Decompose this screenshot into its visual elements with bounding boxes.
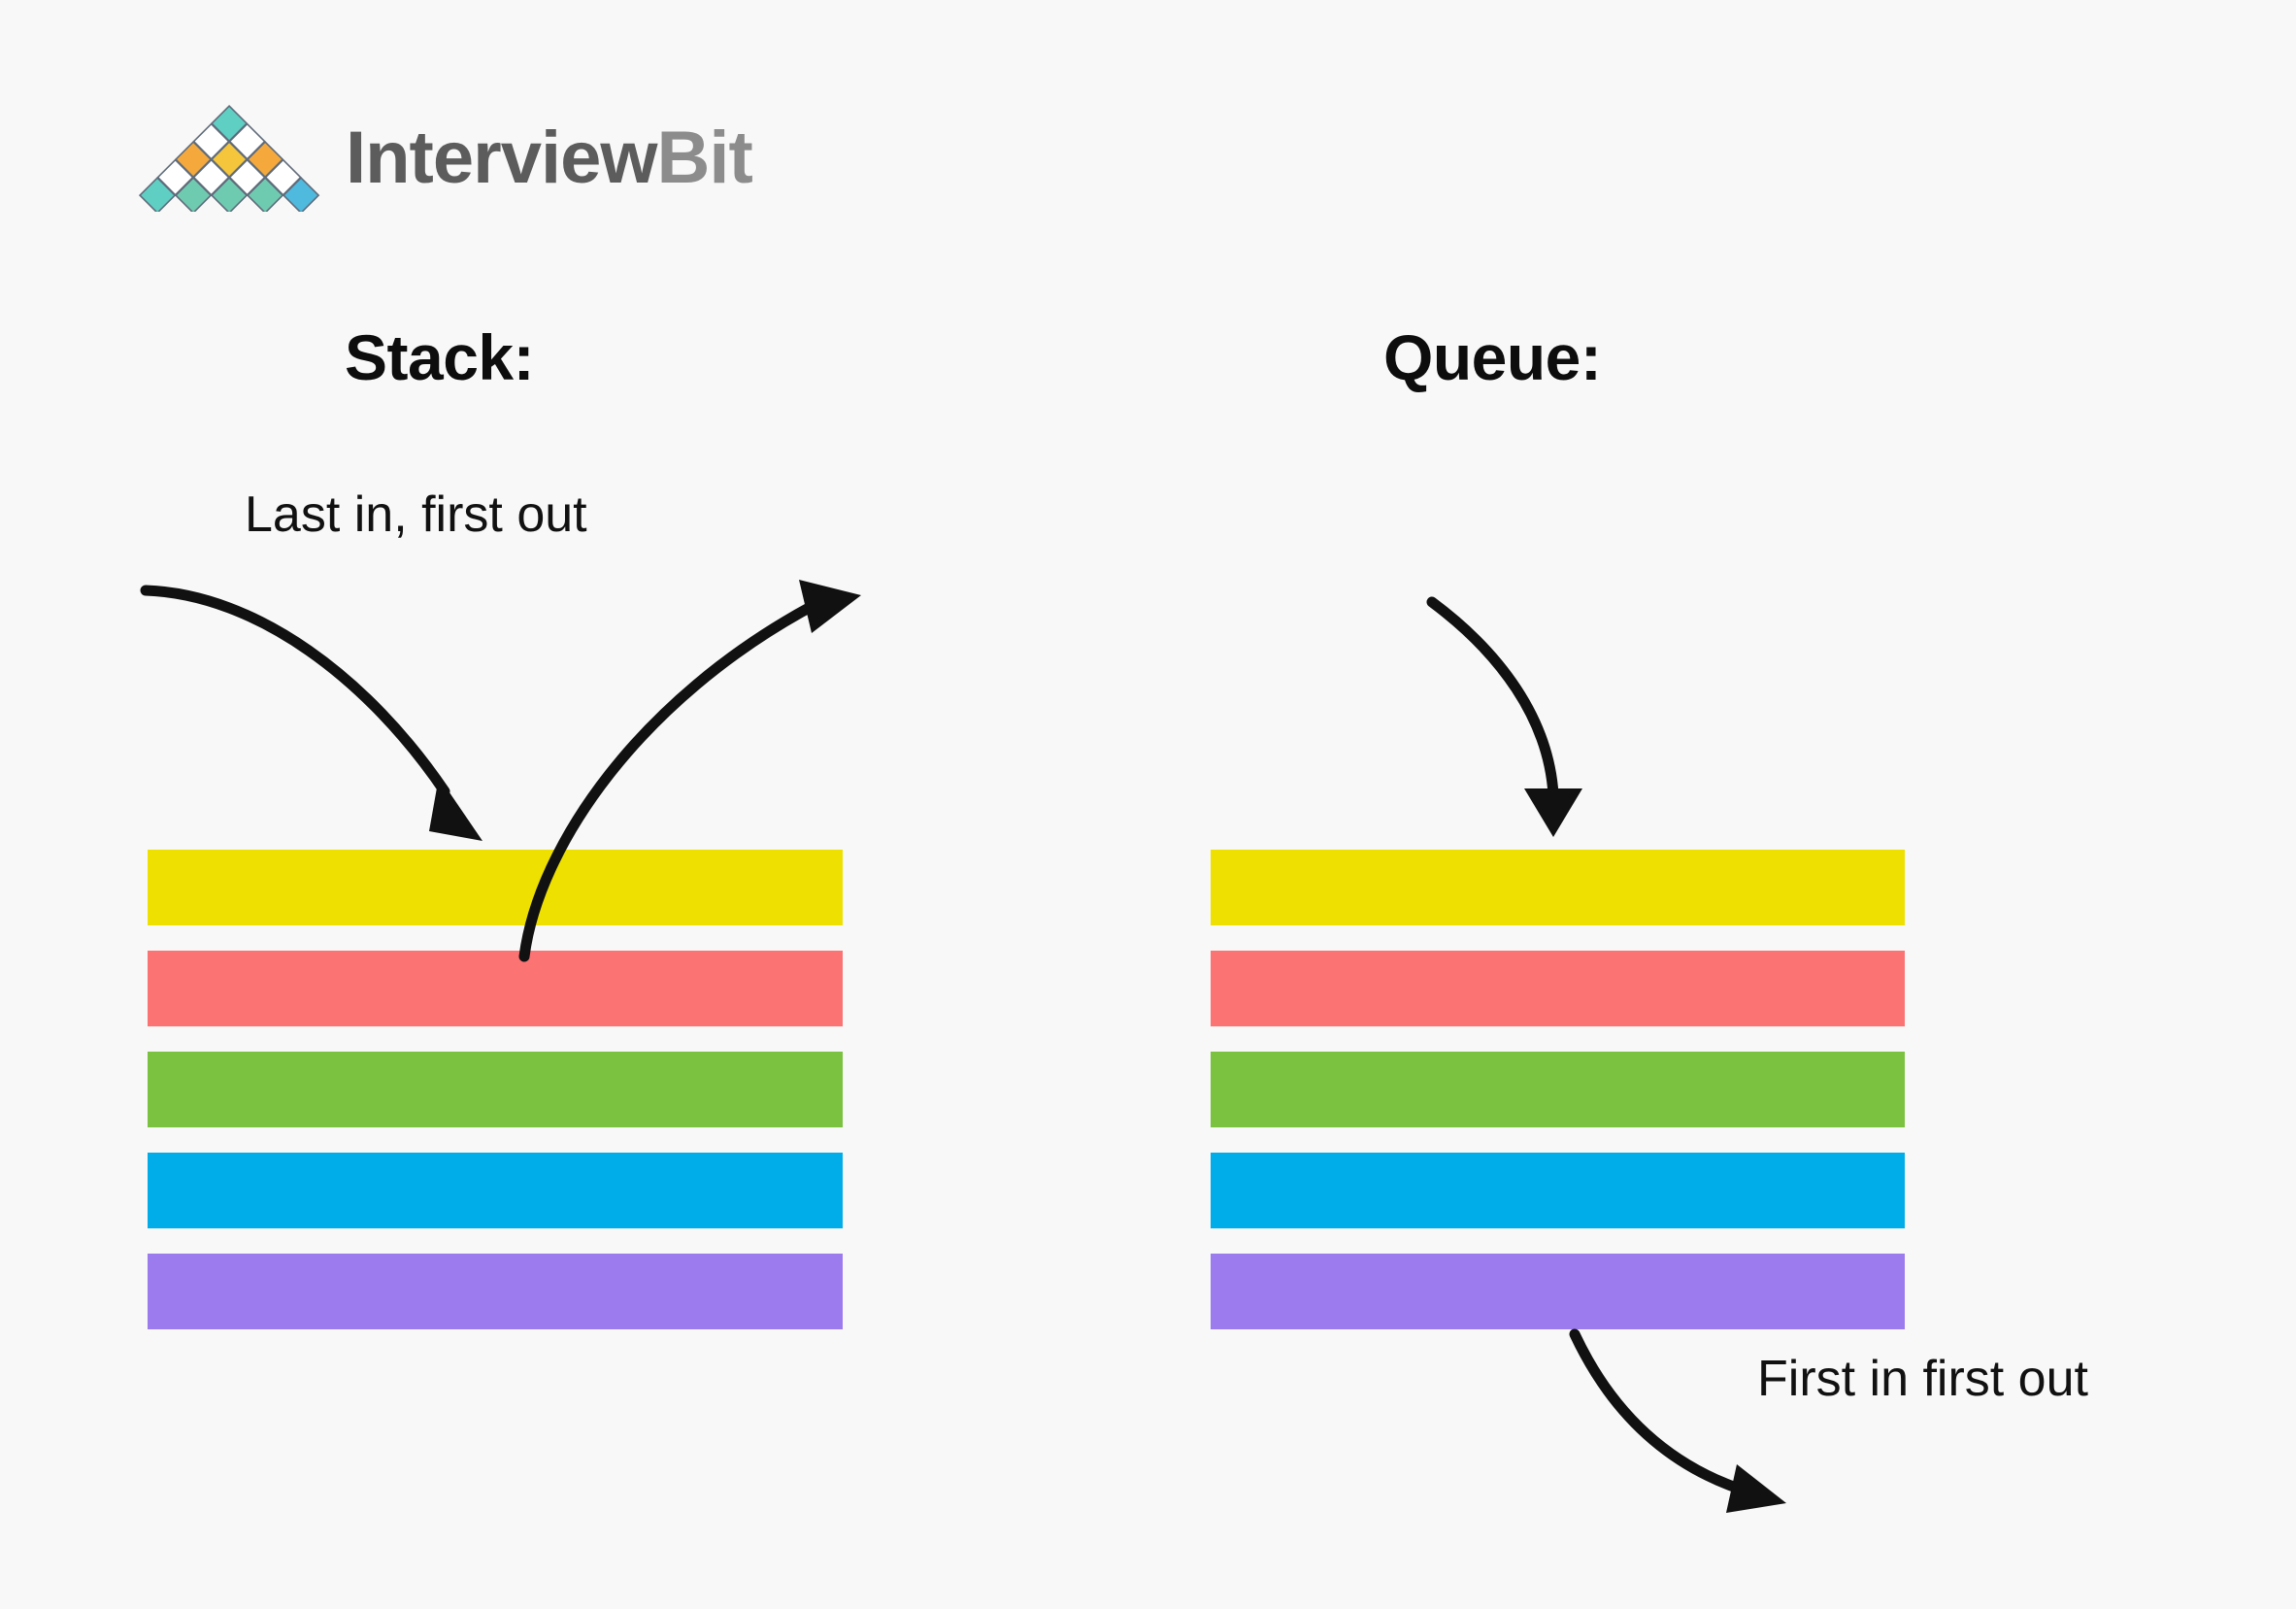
queue-bar-group — [1211, 850, 1905, 1329]
interviewbit-diamond-mark — [138, 105, 320, 212]
stack-push-arrow-icon — [140, 585, 482, 841]
stack-item-4 — [148, 1153, 843, 1228]
stack-item-2 — [148, 951, 843, 1026]
queue-title: Queue: — [1383, 321, 1602, 393]
stack-item-1 — [148, 850, 843, 925]
queue-item-1 — [1211, 850, 1905, 925]
stack-bar-group — [148, 850, 843, 1329]
queue-item-3 — [1211, 1052, 1905, 1127]
queue-dequeue-arrow-icon — [1569, 1328, 1786, 1513]
logo-wordmark-bit: Bit — [656, 117, 752, 199]
queue-item-2 — [1211, 951, 1905, 1026]
queue-caption-fifo: First in first out — [1757, 1351, 2088, 1407]
queue-item-5 — [1211, 1254, 1905, 1329]
interviewbit-logo: InterviewBit — [136, 105, 753, 212]
logo-wordmark: InterviewBit — [346, 121, 753, 195]
logo-wordmark-interview: Interview — [346, 117, 657, 199]
stack-title: Stack: — [345, 321, 535, 393]
stack-item-5 — [148, 1254, 843, 1329]
stack-caption-lifo: Last in, first out — [245, 486, 587, 543]
queue-enqueue-arrow-icon — [1426, 596, 1582, 837]
stack-item-3 — [148, 1052, 843, 1127]
queue-item-4 — [1211, 1153, 1905, 1228]
